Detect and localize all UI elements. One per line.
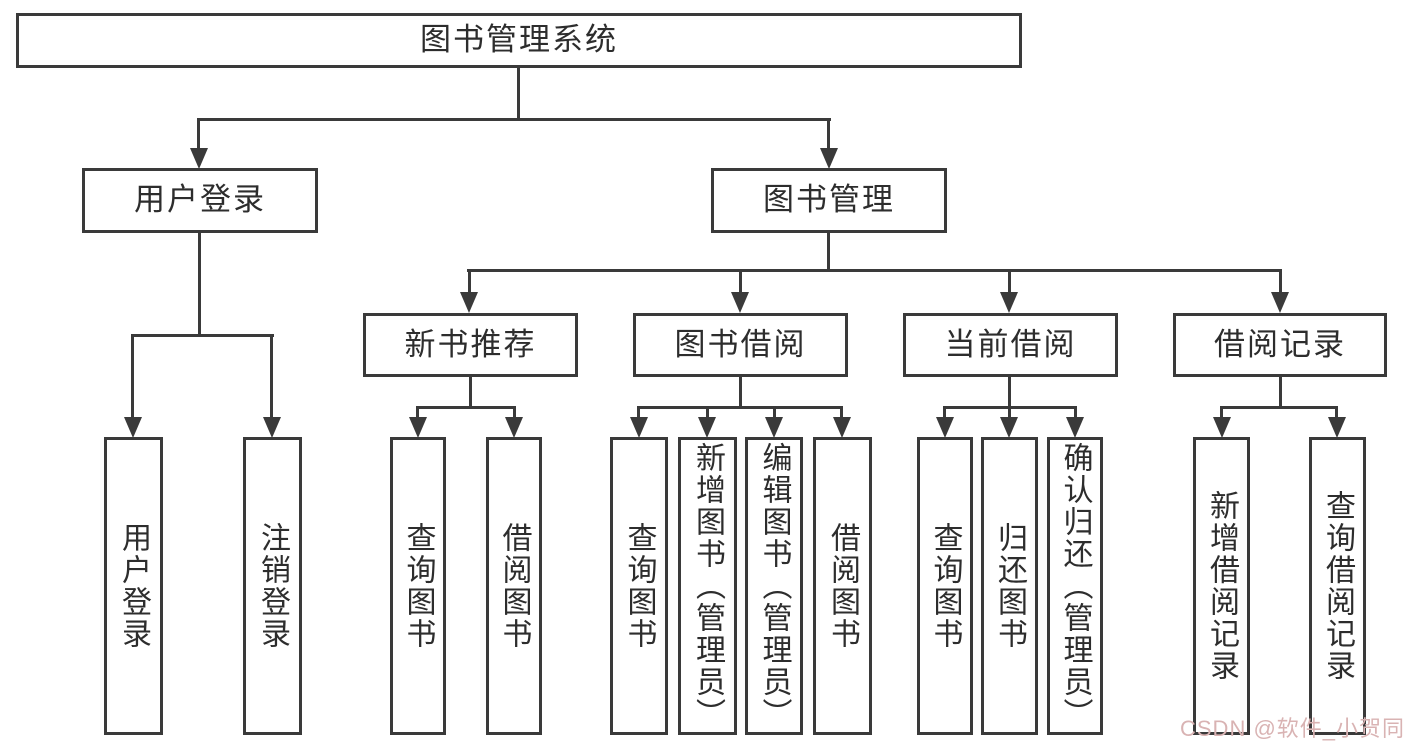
leaf-bb-edit-book-admin: 编辑图书（管理员） — [745, 437, 803, 735]
arrowhead-logout — [263, 417, 281, 438]
connector-stem-borrowrecords — [1279, 269, 1282, 295]
connector-stem-nb-query — [416, 406, 419, 419]
leaf-cb-confirm-return-admin: 确认归还（管理员） — [1047, 437, 1103, 735]
arrowhead-br-add — [1213, 417, 1231, 438]
connector-currentborrow-stub — [1008, 377, 1011, 409]
arrowhead-bookborrow — [731, 292, 749, 313]
connector-stem-logout — [270, 334, 273, 419]
connector-stem-br-add — [1220, 406, 1223, 419]
connector-newbook-stub — [469, 377, 472, 409]
arrowhead-cb-query — [936, 417, 954, 438]
connector-borrowrecords-stub — [1279, 377, 1282, 409]
connector-stem-br-query — [1335, 406, 1338, 419]
node-book-borrow: 图书借阅 — [633, 313, 848, 377]
leaf-user-login: 用户登录 — [104, 437, 163, 735]
connector-stem-nb-borrow — [513, 406, 516, 419]
connector-login-rail — [132, 334, 274, 337]
arrowhead-user-login — [124, 417, 142, 438]
arrowhead-bb-query — [630, 417, 648, 438]
connector-stem-cb-return — [1008, 406, 1011, 419]
connector-stem-bb-query — [637, 406, 640, 419]
node-new-book-recommend: 新书推荐 — [363, 313, 578, 377]
arrowhead-bb-edit — [765, 417, 783, 438]
connector-root-rail — [197, 118, 831, 121]
leaf-br-add-record: 新增借阅记录 — [1193, 437, 1250, 735]
connector-root-stub — [517, 68, 520, 121]
connector-stem-bb-borrow — [840, 406, 843, 419]
connector-stem-bb-add — [706, 406, 709, 419]
connector-borrowrecords-rail — [1220, 406, 1338, 409]
leaf-bb-borrow-book: 借阅图书 — [813, 437, 872, 735]
arrowhead-br-query — [1328, 417, 1346, 438]
arrowhead-borrowrecords — [1271, 292, 1289, 313]
arrowhead-cb-return — [1000, 417, 1018, 438]
node-book-management: 图书管理 — [711, 168, 947, 233]
arrowhead-login — [190, 148, 208, 169]
node-user-login: 用户登录 — [82, 168, 318, 233]
connector-stem-cb-confirm — [1074, 406, 1077, 419]
node-borrow-records: 借阅记录 — [1173, 313, 1387, 377]
connector-stem-login — [197, 118, 200, 151]
connector-login-stub — [198, 232, 201, 336]
connector-mgmt-stub — [827, 232, 830, 272]
leaf-cb-query-book: 查询图书 — [917, 437, 973, 735]
connector-stem-currentborrow — [1008, 269, 1011, 295]
connector-newbook-rail — [416, 406, 516, 409]
leaf-bb-add-book-admin: 新增图书（管理员） — [678, 437, 737, 735]
arrowhead-nb-query — [409, 417, 427, 438]
connector-stem-bb-edit — [773, 406, 776, 419]
node-current-borrow: 当前借阅 — [903, 313, 1118, 377]
leaf-logout: 注销登录 — [243, 437, 302, 735]
arrowhead-nb-borrow — [505, 417, 523, 438]
arrowhead-bb-borrow — [833, 417, 851, 438]
node-root-library-system: 图书管理系统 — [16, 13, 1022, 68]
leaf-cb-return-book: 归还图书 — [981, 437, 1038, 735]
leaf-bb-query-book: 查询图书 — [610, 437, 668, 735]
arrowhead-currentborrow — [1000, 292, 1018, 313]
connector-stem-user-login — [131, 334, 134, 419]
arrowhead-mgmt — [820, 148, 838, 169]
arrowhead-cb-confirm — [1066, 417, 1084, 438]
leaf-nb-query-book: 查询图书 — [390, 437, 446, 735]
connector-bookborrow-stub — [739, 377, 742, 409]
connector-stem-newbook — [468, 269, 471, 295]
connector-bookborrow-rail — [637, 406, 843, 409]
connector-stem-cb-query — [943, 406, 946, 419]
connector-stem-mgmt — [827, 118, 830, 151]
connector-mgmt-rail — [467, 269, 1282, 272]
leaf-nb-borrow-book: 借阅图书 — [486, 437, 542, 735]
arrowhead-bb-add — [698, 417, 716, 438]
csdn-watermark: CSDN @软件_小贺同学 — [1180, 716, 1405, 741]
connector-stem-bookborrow — [739, 269, 742, 295]
arrowhead-newbook — [460, 292, 478, 313]
leaf-br-query-record: 查询借阅记录 — [1309, 437, 1366, 735]
